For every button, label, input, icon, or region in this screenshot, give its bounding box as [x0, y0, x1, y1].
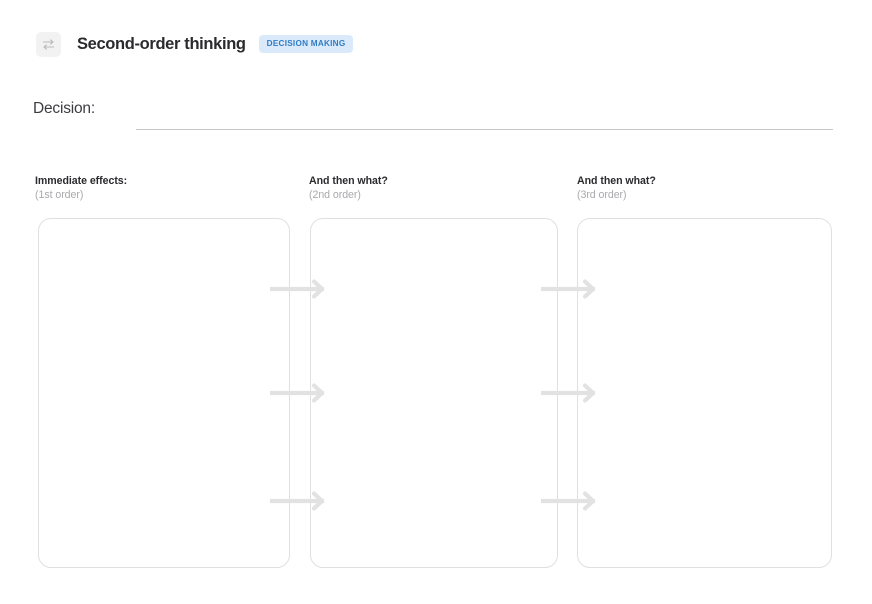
arrow-right-icon	[541, 381, 603, 405]
decision-label: Decision:	[33, 100, 95, 117]
column-header-1: Immediate effects: (1st order)	[35, 174, 275, 202]
column-heading: Immediate effects:	[35, 175, 128, 187]
column-subheading: (3rd order)	[577, 189, 627, 201]
arrow-right-icon	[541, 277, 603, 301]
page-header: Second-order thinking DECISION MAKING	[36, 31, 354, 57]
second-order-card[interactable]	[310, 218, 558, 568]
arrow-right-icon	[270, 277, 332, 301]
category-badge: DECISION MAKING	[258, 35, 354, 53]
page-title: Second-order thinking	[77, 34, 246, 53]
column-heading: And then what?	[577, 175, 656, 187]
column-header-3: And then what? (3rd order)	[577, 174, 817, 202]
column-subheading: (1st order)	[35, 189, 84, 201]
column-heading: And then what?	[309, 175, 388, 187]
third-order-card[interactable]	[577, 218, 832, 568]
first-order-card[interactable]	[38, 218, 290, 568]
column-subheading: (2nd order)	[309, 189, 361, 201]
column-header-2: And then what? (2nd order)	[309, 174, 549, 202]
decision-row: Decision:	[33, 100, 833, 132]
decision-input-line[interactable]	[136, 129, 833, 130]
arrow-right-icon	[541, 489, 603, 513]
arrow-right-icon	[270, 489, 332, 513]
arrow-right-icon	[270, 381, 332, 405]
transfer-arrows-icon	[36, 31, 61, 57]
